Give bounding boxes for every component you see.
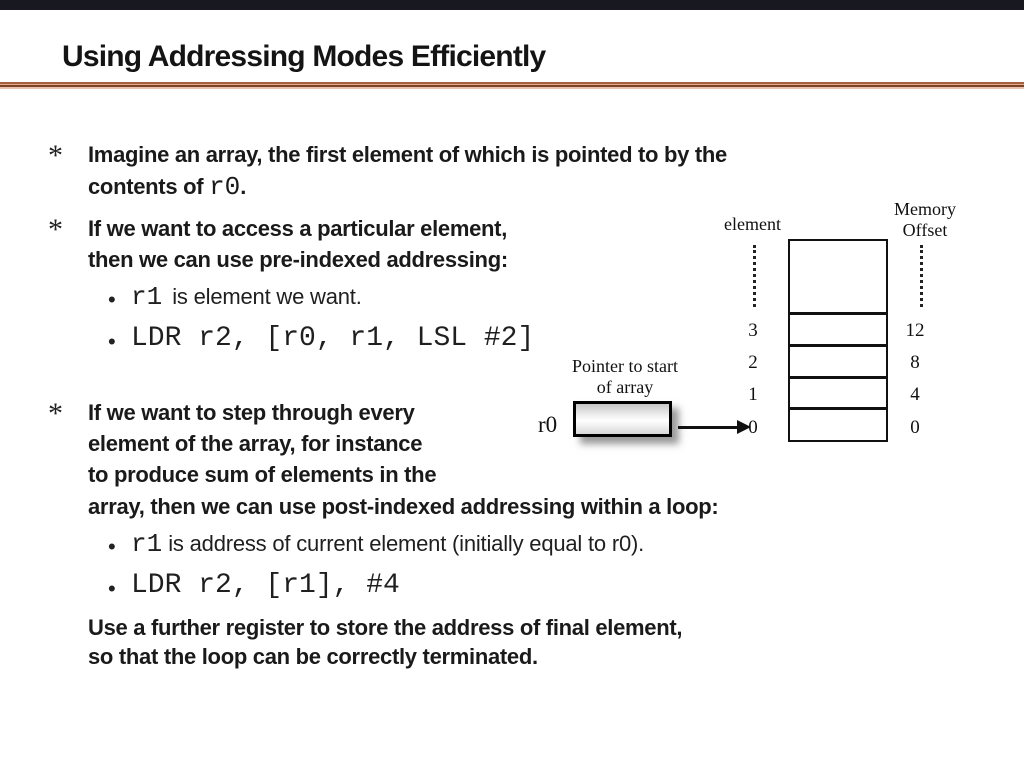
register-r0-label: r0: [538, 412, 558, 437]
top-bar: [0, 0, 1024, 10]
bullet-star-icon: *: [48, 213, 63, 246]
sub-bullet-r1-address-text: is address of current element (initially…: [168, 531, 645, 556]
element-index-0: 0: [748, 417, 758, 438]
register-r0-inline-code: r0: [209, 172, 241, 202]
pointer-label-line1: Pointer to start: [572, 356, 678, 376]
element-ellipsis-icon: [753, 245, 756, 307]
bullet1-line2-text: contents of: [88, 174, 210, 199]
bullet2-line1: If we want to access a particular elemen…: [88, 216, 508, 241]
array-cell-2: [790, 343, 886, 376]
bullet1-line2: contents of r0.: [88, 174, 246, 200]
offset-ellipsis-icon: [920, 245, 923, 307]
title-accent-rule: [0, 82, 1024, 89]
bullet3-line4: array, then we can use post-indexed addr…: [88, 494, 719, 519]
bullet3-line3: to produce sum of elements in the: [88, 462, 437, 487]
register-r1-inline-code: r1: [131, 282, 163, 312]
bullet-star-icon: *: [48, 139, 63, 172]
bullet1-line1: Imagine an array, the first element of w…: [88, 142, 727, 167]
pointer-register-box: [573, 401, 672, 437]
memory-offset-0: 0: [910, 417, 920, 438]
memory-offset-12: 12: [905, 320, 925, 341]
memory-offset-label: Memory Offset: [884, 199, 966, 241]
array-memory-diagram: [788, 239, 888, 442]
pointer-to-start-label: Pointer to start of array: [555, 356, 695, 398]
closing-line2: so that the loop can be correctly termin…: [88, 644, 538, 669]
array-cell-top: [790, 241, 886, 312]
register-r1-inline-code: r1: [131, 529, 163, 559]
sub-bullet-dot-icon: •: [108, 576, 116, 601]
element-index-1: 1: [748, 384, 758, 405]
sub-bullet-dot-icon: •: [108, 534, 116, 559]
array-cell-3: [790, 312, 886, 344]
sub-bullet-dot-icon: •: [108, 329, 116, 354]
element-index-2: 2: [748, 352, 758, 373]
bullet-star-icon: *: [48, 397, 63, 430]
bullet3-line1: If we want to step through every: [88, 400, 415, 425]
sub-bullet-r1-element-text: is element we want.: [172, 284, 362, 309]
bullet1-line2-period: .: [240, 174, 247, 199]
memory-offset-label-line2: Offset: [902, 220, 948, 240]
page-title: Using Addressing Modes Efficiently: [62, 40, 546, 73]
bullet3-line2: element of the array, for instance: [88, 431, 423, 456]
sub-bullet-dot-icon: •: [108, 287, 116, 312]
memory-offset-8: 8: [910, 352, 920, 373]
memory-offset-4: 4: [910, 384, 920, 405]
closing-line1: Use a further register to store the addr…: [88, 615, 683, 640]
code-preindexed-ldr: LDR r2, [r0, r1, LSL #2]: [131, 323, 535, 354]
bullet2-line2: then we can use pre-indexed addressing:: [88, 247, 508, 272]
element-column-label: element: [724, 214, 781, 234]
memory-offset-label-line1: Memory: [894, 199, 956, 219]
code-postindexed-ldr: LDR r2, [r1], #4: [131, 570, 400, 601]
sub-bullet-r1-element: r1 is element we want.: [131, 284, 362, 310]
element-index-3: 3: [748, 320, 758, 341]
pointer-arrow-line: [678, 426, 738, 429]
array-cell-1: [790, 375, 886, 408]
array-cell-0: [790, 407, 886, 439]
pointer-label-line2: of array: [596, 377, 654, 397]
pointer-arrowhead-icon: [737, 420, 751, 434]
